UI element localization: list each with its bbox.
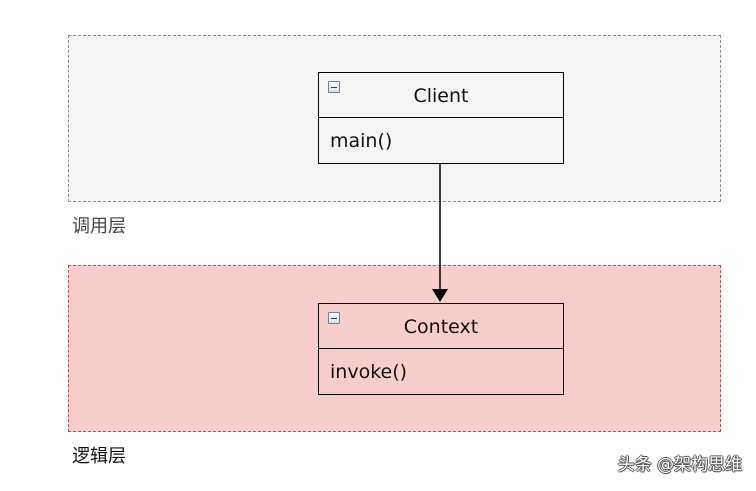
class-client-header: Client [319, 73, 563, 118]
class-context-method: invoke() [330, 361, 408, 383]
class-client-name: Client [413, 85, 469, 107]
class-context-header: Context [319, 304, 563, 349]
connector-arrowhead-icon [432, 289, 448, 302]
class-context[interactable]: Context invoke() [318, 303, 564, 395]
watermark-text: 头条 @架构思维 [617, 455, 742, 475]
class-client-method: main() [330, 130, 393, 152]
collapse-minus-icon[interactable] [328, 81, 340, 93]
collapse-minus-icon[interactable] [328, 312, 340, 324]
class-client[interactable]: Client main() [318, 72, 564, 164]
logic-layer-label: 逻辑层 [72, 446, 126, 467]
call-layer-label: 调用层 [72, 216, 126, 237]
class-context-name: Context [403, 316, 479, 338]
